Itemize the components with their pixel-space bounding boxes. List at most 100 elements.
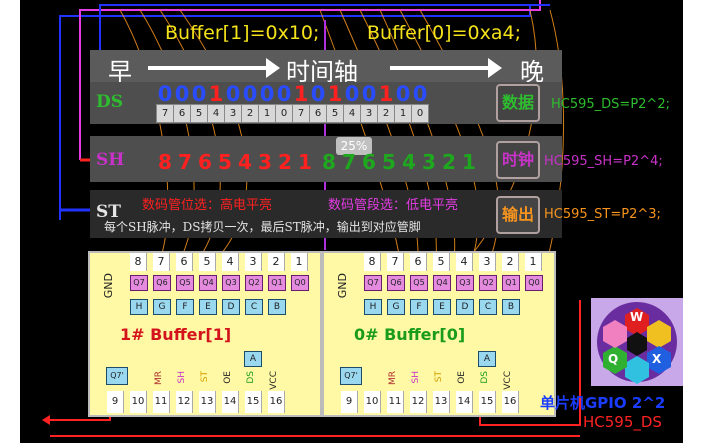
ds-bit: 1 [327, 82, 343, 106]
chip-q-output: Q1 [268, 275, 286, 291]
sh-pulse-green: 5 [382, 150, 396, 174]
bit-index-cell: 6 [309, 104, 327, 123]
ds-bit: 1 [378, 82, 394, 106]
sh-pulse-red: 6 [198, 150, 212, 174]
chip-signal-label: SH [177, 371, 187, 384]
timeline-early: 早 [108, 58, 132, 86]
bit-index-cell: 3 [224, 104, 242, 123]
bit-index-cell: 2 [241, 104, 259, 123]
bit-index-cell: 7 [156, 104, 174, 123]
st-row-label: ST [96, 202, 121, 222]
timeline-late: 晚 [520, 58, 544, 86]
segment-select-note: 数码管段选：低电平亮 [328, 198, 459, 213]
chip-top-pin: 7 [153, 253, 170, 271]
chip-q-output: Q4 [433, 275, 451, 291]
chip-register-cell: B [268, 299, 286, 315]
chip-register-cell: D [222, 299, 240, 315]
chip-signal-label: OE [457, 371, 467, 384]
chip-bottom-pin: 14 [222, 391, 239, 413]
bit-index-cell: 4 [207, 104, 225, 123]
chip-bottom-pin: 14 [456, 391, 473, 413]
chip-register-cell: G [153, 299, 171, 315]
sh-code: HC595_SH=P2^4; [544, 154, 663, 169]
ds-bit: 0 [157, 82, 173, 106]
chip-register-cell: C [479, 299, 497, 315]
chip-signal-label: MR [154, 371, 164, 386]
st-code: HC595_ST=P2^3; [544, 207, 661, 222]
chip-bottom-pin: 13 [433, 391, 450, 413]
arrow-head-icon [266, 58, 280, 78]
chip-top-pin: 6 [410, 253, 427, 271]
chip-signal-label: MR [388, 371, 398, 386]
chip-q-output: Q6 [153, 275, 171, 291]
chip-bottom-pin: 15 [479, 391, 496, 413]
chip-top-pin: 5 [433, 253, 450, 271]
chip-q-output: Q7 [130, 275, 148, 291]
chip-bottom-pin: 9 [341, 391, 358, 413]
chip-bottom-pin: 13 [199, 391, 216, 413]
chip-top-pin: 2 [502, 253, 519, 271]
chip-bottom-pin: 12 [176, 391, 193, 413]
chip-signal-label: ST [434, 371, 444, 383]
summary-note: 每个SH脉冲，DS拷贝一次，最后ST脉冲，输出到对应管脚 [104, 220, 421, 234]
ds-bit: 0 [412, 82, 428, 106]
sh-pulse-red: 7 [178, 150, 192, 174]
timeline-bar: 早 时间轴 晚 [90, 50, 562, 88]
ds-bit: 0 [259, 82, 275, 106]
chip-q-output: Q0 [291, 275, 309, 291]
ds-bit: 0 [225, 82, 241, 106]
st-row [90, 190, 562, 238]
chip-q7s-cell: Q7' [106, 367, 128, 385]
sh-pulse-green: 7 [342, 150, 356, 174]
chip-top-pin: 3 [245, 253, 262, 271]
chip-register-cell: E [433, 299, 451, 315]
chip-bottom-pin: 9 [107, 391, 124, 413]
bit-index-cell: 1 [394, 104, 412, 123]
chip-register-cell: H [364, 299, 382, 315]
ds-bit: 0 [310, 82, 326, 106]
sh-pulse-green: 4 [402, 150, 416, 174]
ds-bit: 1 [208, 82, 224, 106]
bit-index-cell: 2 [377, 104, 395, 123]
chip-q-output: Q7 [364, 275, 382, 291]
chip-title: 1# Buffer[1] [120, 325, 232, 344]
chip-q-output: Q3 [456, 275, 474, 291]
chip-gnd-label: GND [336, 273, 349, 299]
timeline-arrow-2 [390, 66, 490, 70]
ds-bit: 0 [276, 82, 292, 106]
ds-bit: 0 [361, 82, 377, 106]
chip-q-output: Q2 [245, 275, 263, 291]
sh-row-label: SH [96, 150, 125, 170]
chip-bottom-pin: 16 [268, 391, 285, 413]
chip-register-cell: G [387, 299, 405, 315]
bit-index-cell: 4 [343, 104, 361, 123]
chip-register-cell: B [502, 299, 520, 315]
chip-gnd-label: GND [102, 273, 115, 299]
ds-bit: 0 [395, 82, 411, 106]
timeline-arrow-1 [148, 66, 268, 70]
bit-index-cell: 1 [258, 104, 276, 123]
mcu-label: 单片机GPIO 2^2 [540, 394, 666, 412]
chip-title: 0# Buffer[0] [354, 325, 466, 344]
chip-q-output: Q5 [410, 275, 428, 291]
sh-row [90, 136, 562, 182]
timeline-axis-label: 时间轴 [286, 58, 358, 86]
logo-letter-w: W [630, 310, 644, 324]
digit-select-note: 数码管位选：高电平亮 [142, 198, 273, 213]
ds-code: HC595_DS=P2^2; [551, 97, 670, 112]
chip-top-pin: 6 [176, 253, 193, 271]
chip-bottom-pin: 16 [502, 391, 519, 413]
st-badge: 输出 [496, 196, 540, 234]
ds-badge: 数据 [496, 84, 540, 122]
logo: W Q X [591, 298, 683, 386]
chip-top-pin: 8 [364, 253, 381, 271]
chip-top-pin: 8 [130, 253, 147, 271]
chip-q-output: Q2 [479, 275, 497, 291]
chip-register-cell: D [456, 299, 474, 315]
sh-pulse-green: 3 [422, 150, 436, 174]
chip-q-output: Q5 [176, 275, 194, 291]
hexagon-logo-icon [597, 302, 677, 384]
logo-letter-x: X [652, 352, 662, 366]
